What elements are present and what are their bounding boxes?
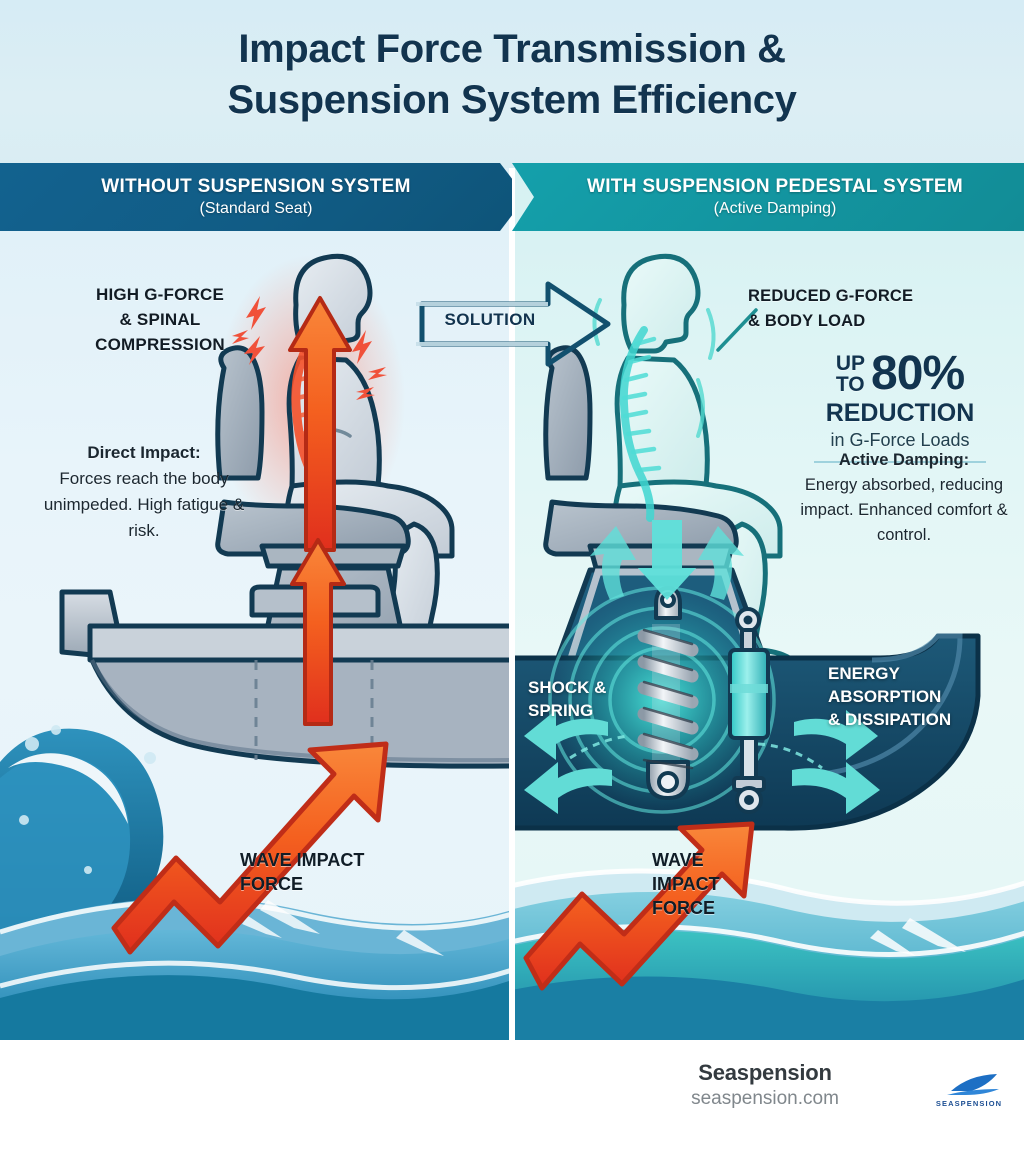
left-boat-hull (59, 584, 512, 769)
right-note-body: Energy absorbed, reducing impact. Enhanc… (800, 476, 1008, 544)
right-seat-back (543, 345, 593, 481)
energy-label-line-1: ENERGY (828, 664, 900, 683)
comparison-header: WITHOUT SUSPENSION SYSTEM (Standard Seat… (0, 163, 1024, 231)
right-wave-impact-arrow (523, 821, 755, 991)
stat-upto: UP TO (836, 353, 865, 395)
page-title: Impact Force Transmission & Suspension S… (0, 24, 1024, 126)
pain-indicators (232, 296, 387, 400)
left-force-arrow-pedestal (290, 538, 346, 726)
left-callout-line-2: & SPINAL (119, 310, 201, 329)
solution-label: SOLUTION (444, 310, 536, 329)
header-right-title: WITH SUSPENSION PEDESTAL SYSTEM (587, 176, 963, 197)
stat-subtitle: in G-Force Loads (830, 430, 970, 450)
header-left-title: WITHOUT SUSPENSION SYSTEM (101, 176, 411, 197)
solution-arrow-graphic (416, 281, 611, 367)
brand-block: Seaspension seaspension.com (620, 1060, 910, 1110)
left-seat-plate (259, 543, 407, 569)
header-right-subtitle: (Active Damping) (713, 200, 837, 217)
right-callout: REDUCED G-FORCE & BODY LOAD (748, 284, 1010, 334)
title-line-2: Suspension System Efficiency (227, 78, 797, 122)
damping-down-arrows (590, 520, 744, 600)
energy-label-line-3: & DISSIPATION (828, 710, 952, 729)
stat-top-row: UP TO 80% (790, 350, 1010, 398)
left-seat-back (215, 345, 265, 481)
right-wave-impact-label: WAVE IMPACT FORCE (652, 848, 792, 920)
energy-absorption-label: ENERGY ABSORPTION & DISSIPATION (828, 662, 1008, 731)
solution-arrow: SOLUTION (416, 278, 616, 370)
left-note-body: Forces reach the body unimpeded. High fa… (43, 469, 245, 540)
right-wave-label-line-1: WAVE (652, 850, 704, 870)
stat-value: 80% (871, 347, 965, 400)
header-right: WITH SUSPENSION PEDESTAL SYSTEM (Active … (512, 163, 1024, 231)
header-left: WITHOUT SUSPENSION SYSTEM (Standard Seat… (0, 163, 512, 231)
header-left-subtitle: (Standard Seat) (199, 200, 313, 217)
right-wave-label-line-2: IMPACT (652, 874, 720, 894)
left-note: Direct Impact: Forces reach the body uni… (34, 440, 254, 544)
stat-divider-rule (814, 461, 986, 463)
right-callout-line-1: REDUCED G-FORCE (748, 287, 914, 305)
right-wave-label-line-3: FORCE (652, 898, 715, 918)
reduction-stat: UP TO 80% REDUCTION in G-Force Loads (790, 350, 1010, 463)
right-figure-head (621, 253, 701, 354)
panel-divider (509, 168, 515, 1040)
right-callout-line-2: & BODY LOAD (748, 312, 866, 330)
brand-name: Seaspension (698, 1060, 832, 1085)
shock-label-line-1: SHOCK & (528, 678, 607, 697)
stat-up: UP (835, 352, 866, 375)
right-note: Active Damping: Energy absorbed, reducin… (798, 448, 1010, 548)
left-wave-label-line-2: FORCE (240, 874, 303, 894)
energy-label-line-2: ABSORPTION (828, 687, 942, 706)
infographic-canvas: WITHOUT SUSPENSION SYSTEM (Standard Seat… (0, 0, 1024, 1040)
right-spine (592, 298, 716, 522)
left-callout: HIGH G-FORCE & SPINAL COMPRESSION (60, 282, 260, 357)
shock-absorber (728, 607, 770, 814)
logo-wordmark: SEASPENSION (935, 1099, 1003, 1108)
right-seat-cushion (543, 499, 739, 557)
title-band: Impact Force Transmission & Suspension S… (0, 0, 1024, 168)
boat-logo-icon (947, 1074, 999, 1095)
brand-url: seaspension.com (691, 1088, 839, 1109)
left-note-heading: Direct Impact: (87, 443, 201, 462)
coil-spring (637, 586, 699, 800)
stat-reduction-label: REDUCTION (825, 399, 975, 427)
left-callout-line-1: HIGH G-FORCE (95, 285, 224, 304)
right-note-heading: Active Damping: (838, 451, 970, 469)
left-wave-label-line-1: WAVE IMPACT (240, 850, 365, 870)
footer: Seaspension seaspension.com (0, 1040, 1024, 1154)
stat-to: TO (835, 373, 865, 396)
left-wave-impact-arrow (111, 741, 389, 955)
dissipation-arrows (524, 710, 880, 814)
title-line-1: Impact Force Transmission & (238, 27, 786, 71)
right-callout-leader (716, 308, 758, 352)
left-wave-impact-label: WAVE IMPACT FORCE (240, 848, 410, 896)
left-panel-illustration (0, 253, 512, 1040)
seaspension-logo: SEASPENSION (925, 1073, 1013, 1115)
right-panel-illustration (512, 253, 1024, 1040)
shock-spring-label: SHOCK & SPRING (528, 676, 638, 722)
shock-label-line-2: SPRING (528, 701, 594, 720)
left-callout-line-3: COMPRESSION (95, 335, 225, 354)
